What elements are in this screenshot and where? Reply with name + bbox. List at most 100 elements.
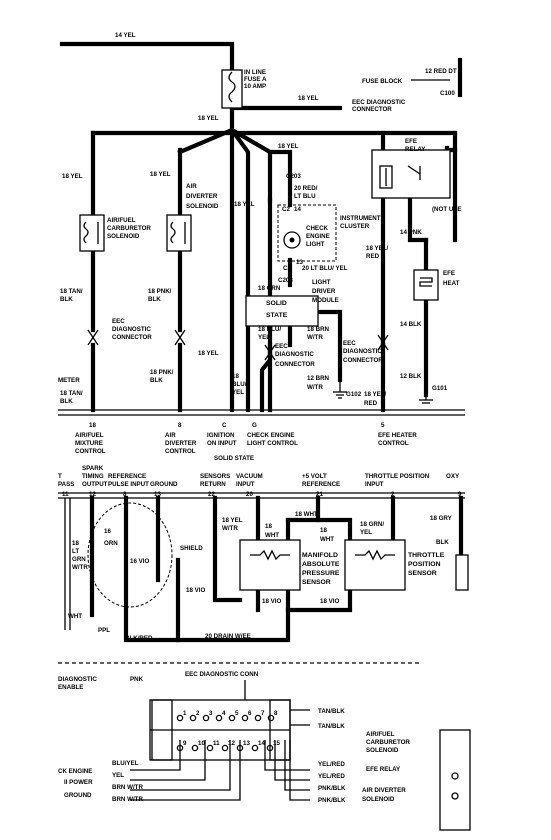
connector-pin-number: 15 bbox=[273, 740, 280, 747]
label-12blk: 12 BLK bbox=[400, 373, 422, 380]
label-ltblu-yel: 20 LT BLU/ YEL bbox=[302, 265, 348, 272]
label-18yel-center: 18 YEL bbox=[278, 143, 299, 150]
label-af-1: AIR/FUEL bbox=[366, 731, 395, 738]
label-vio18c: 18 VIO bbox=[320, 598, 339, 605]
label-yel-red: YEL/RED bbox=[318, 761, 345, 768]
label-yel-red-2: RED bbox=[366, 253, 380, 260]
mh-5v-pin: 21 bbox=[316, 491, 323, 498]
oxygen-sensor bbox=[455, 554, 469, 591]
label-18grn: 18 GRN bbox=[258, 285, 281, 292]
mh-spark-2: TIMING bbox=[82, 473, 104, 480]
label-tan-blk: TAN/BLK bbox=[318, 708, 345, 715]
mp-ad-1: AIR bbox=[165, 432, 176, 439]
label-map-3: PRESSURE bbox=[302, 570, 340, 577]
mp-ign-1: IGNITION bbox=[207, 432, 235, 439]
mp-cel-2: LIGHT CONTROL bbox=[247, 440, 298, 447]
connector-pin bbox=[241, 714, 249, 722]
pin-c: C bbox=[222, 422, 227, 429]
check-engine-light-bulb bbox=[283, 231, 301, 249]
label-pnk-blk-b-2: BLK bbox=[150, 377, 163, 384]
label-g101: G101 bbox=[432, 385, 448, 392]
label-brn-wtr-b: BRN W/TR bbox=[112, 796, 143, 803]
connector-pin-number: 2 bbox=[196, 710, 200, 717]
label-af-sol-3: SOLENOID bbox=[107, 233, 140, 240]
connector-pin bbox=[254, 714, 262, 722]
label-not-used: (NOT USE bbox=[432, 206, 462, 213]
label-brn-wtr2-1: 12 BRN bbox=[307, 375, 330, 382]
connector-pin-number: 13 bbox=[243, 740, 250, 747]
label-drain: 20 DRAIN W/EE bbox=[205, 633, 251, 640]
label-blu-yel-b-2: BLU/ bbox=[232, 381, 247, 388]
label-tan-blk-1: 18 TAN/ bbox=[60, 288, 83, 295]
label-solid-1: SOLID bbox=[266, 300, 287, 307]
connector-pin bbox=[176, 714, 184, 722]
label-blu-yel-b-3: YEL bbox=[232, 389, 244, 396]
label-ck-engine: CK ENGINE bbox=[58, 768, 92, 775]
label-air-div-2: DIVERTER bbox=[186, 193, 218, 200]
connector-pin-number: 10 bbox=[198, 740, 205, 747]
label-eec-conn: EEC DIAGNOSTIC CONN bbox=[185, 671, 259, 678]
connector-pin bbox=[176, 744, 184, 752]
label-brn-wtr-1: 18 BRN bbox=[307, 326, 330, 333]
label-map-2: ABSOLUTE bbox=[302, 561, 340, 568]
label-ii-power: II POWER bbox=[64, 779, 93, 786]
lt-grn-2: LT bbox=[72, 548, 79, 555]
mh-spark-3: OUTPUT bbox=[82, 481, 108, 488]
label-g102: G102 bbox=[346, 391, 362, 398]
label-eec-diag-1: EEC DIAGNOSTIC bbox=[352, 99, 406, 106]
mh-sr-pin: 22 bbox=[208, 491, 215, 498]
label-meter: METER bbox=[58, 377, 80, 384]
label-ldm-2: DRIVER bbox=[312, 288, 336, 295]
label-inst-cluster-1: INSTRUMENT bbox=[340, 215, 381, 222]
label-red-ltblu-1: 20 RED/ bbox=[294, 185, 318, 192]
mh-gnd-1: GROUND bbox=[150, 481, 178, 488]
label-fuse-3: 10 AMP bbox=[244, 83, 266, 90]
label-pin14: 14 bbox=[294, 206, 301, 213]
label-grn-yel-1: 18 GRN/ bbox=[360, 521, 384, 528]
label-air-div-1: AIR bbox=[186, 183, 197, 190]
fuse-a bbox=[221, 69, 243, 109]
connector-pin bbox=[251, 744, 259, 752]
connector-pin bbox=[206, 744, 214, 752]
label-gry18: 18 GRY bbox=[430, 515, 453, 522]
label-cel-1: CHECK bbox=[306, 225, 329, 232]
label-yel-red-b-2: RED bbox=[364, 400, 378, 407]
mp-ad-3: CONTROL bbox=[165, 448, 196, 455]
label-blu-yel: BLU/YEL bbox=[112, 760, 139, 767]
label-pnk-blk: PNK/BLK bbox=[318, 785, 346, 792]
mp-af-3: CONTROL bbox=[75, 448, 106, 455]
ground-g102 bbox=[333, 380, 347, 399]
label-wht18b: 18 WHT bbox=[295, 511, 318, 518]
lt-grn-1: 18 bbox=[72, 540, 79, 547]
connector-pin-number: 8 bbox=[274, 710, 278, 717]
connector-pin bbox=[191, 744, 199, 752]
connector-pin-number: 4 bbox=[222, 710, 226, 717]
mp-efe-1: EFE HEATER bbox=[378, 432, 417, 439]
shield-boundary bbox=[87, 502, 173, 608]
air-fuel-solenoid bbox=[79, 214, 105, 252]
label-18vio: 18 VIO bbox=[186, 587, 205, 594]
instrument-cluster bbox=[277, 204, 337, 262]
connector-pin bbox=[267, 714, 275, 722]
label-18yel-a: 18 YEL bbox=[298, 95, 319, 102]
mh-tp-2: INPUT bbox=[365, 481, 384, 488]
label-wht18a-2: WHT bbox=[265, 532, 279, 539]
label-blk-red: BLK/RED bbox=[125, 635, 153, 642]
label-wht: WHT bbox=[68, 613, 82, 620]
label-blu-yel-1: 18 BLU/ bbox=[258, 326, 281, 333]
mh-spark-1: SPARK bbox=[82, 465, 104, 472]
efe-relay bbox=[371, 149, 451, 199]
label-efe-heat-2: HEAT bbox=[443, 280, 460, 287]
air-diverter-solenoid bbox=[166, 214, 192, 252]
label-blu-yel-b-1: 18 bbox=[232, 373, 239, 380]
labels-top: 14 YEL IN LINE FUSE A 10 AMP 18 YEL EEC … bbox=[58, 32, 462, 407]
label-tan-blk2: TAN/BLK bbox=[318, 723, 345, 730]
pin-g: G bbox=[252, 422, 257, 429]
label-efe-relay-2: RELAY bbox=[405, 146, 426, 153]
label-air-div-1: AIR DIVERTER bbox=[362, 787, 406, 794]
label-grn-yel-2: YEL bbox=[360, 529, 372, 536]
mp-ign-2: ON INPUT bbox=[207, 440, 237, 447]
label-ground: GROUND bbox=[64, 792, 92, 799]
label-cel-2: ENGINE bbox=[306, 233, 330, 240]
label-16vio: 16 VIO bbox=[130, 558, 149, 565]
